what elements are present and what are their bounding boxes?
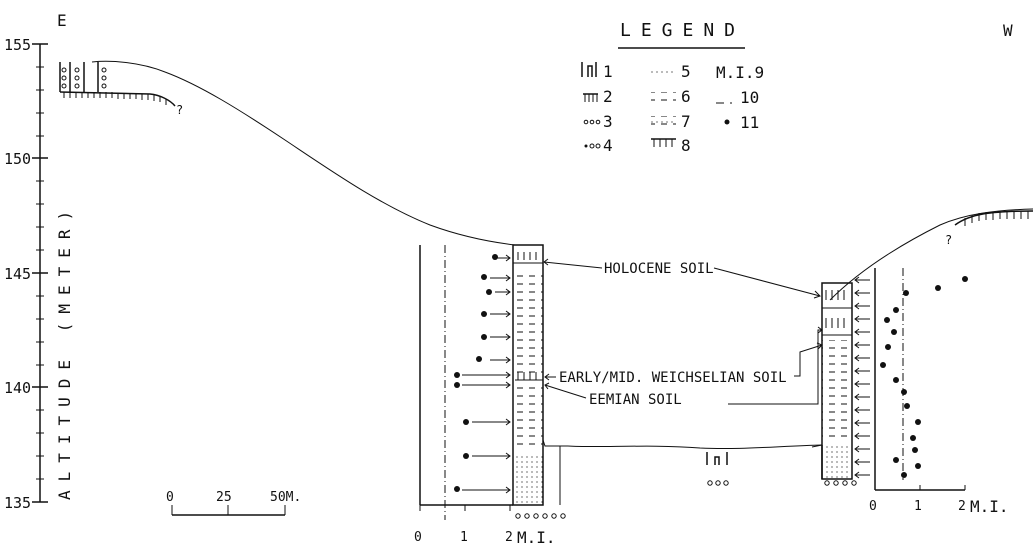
question-mark: ? [176,103,183,117]
tick-155: 155 [4,36,31,54]
tick-145: 145 [4,265,31,283]
mi-right-tick-2: 2 [958,499,966,514]
tick-140: 140 [4,379,31,397]
tick-135: 135 [4,494,31,512]
mi-left-unit: M.I. [517,528,556,545]
legend-num-4: 4 [603,136,613,155]
legend-num-3: 3 [603,112,613,131]
legend-title: LEGEND [620,20,745,41]
legend-num-6: 6 [681,87,691,106]
legend-num-2: 2 [603,87,613,106]
scale-tick-50: 50M. [270,490,301,505]
mi-right-unit: M.I. [970,497,1009,516]
label-early-mid-weichselian-soil: EARLY/MID. WEICHSELIAN SOIL [559,370,787,386]
annotations: HOLOCENE SOIL EARLY/MID. WEICHSELIAN SOI… [544,259,822,408]
scale-bar: 0 25 50M. [166,490,301,515]
mi-left-tick-0: 0 [414,530,422,545]
mi-left-tick-1: 1 [460,530,468,545]
top-right-soil: ? [945,211,1033,247]
mi-left-tick-2: 2 [505,530,513,545]
right-section-column: 0 1 2 M.I. [812,268,1009,516]
legend-num-5: 5 [681,62,691,81]
left-section-column: 0 1 2 M.I. [414,245,568,545]
legend-num-8: 8 [681,136,691,155]
legend-num-7: 7 [681,112,691,131]
legend-num-1: 1 [603,62,613,81]
legend: LEGEND 1 2 3 4 5 6 7 8 M.I.9 10 11 [582,20,764,155]
label-eemian-soil: EEMIAN SOIL [589,392,682,408]
scale-tick-25: 25 [216,490,232,505]
tick-150: 150 [4,150,31,168]
scale-tick-0: 0 [166,490,174,505]
top-left-profile: ? [60,62,183,117]
legend-num-10: 10 [740,88,759,107]
question-mark-right: ? [945,233,952,247]
label-holocene-soil: HOLOCENE SOIL [604,261,714,277]
direction-east: E [57,11,67,30]
axis-label: ALTITUDE (METER) [55,202,74,500]
legend-mi-9: M.I.9 [716,63,764,82]
altitude-axis: 155 150 145 140 135 ALTITUDE (METER) [4,36,74,512]
legend-num-11: 11 [740,113,759,132]
legend-pit-symbol [582,62,596,77]
middle-trench [568,445,822,485]
mi-right-tick-0: 0 [869,499,877,514]
direction-west: W [1003,21,1013,40]
mi-right-tick-1: 1 [914,499,922,514]
